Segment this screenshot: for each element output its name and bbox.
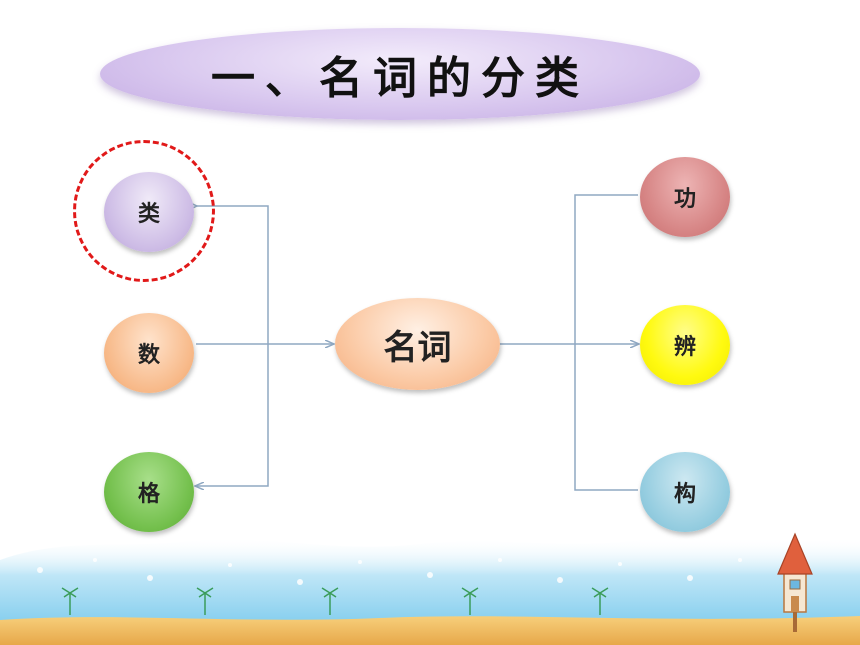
- node-shu: 数: [104, 313, 194, 393]
- page-title: 一、名词的分类: [211, 53, 589, 104]
- node-gou: 构: [640, 452, 730, 532]
- lighthouse-house-icon: [777, 532, 813, 632]
- sea-wave: [0, 537, 860, 645]
- node-gong: 功: [640, 157, 730, 237]
- beach-footer: [0, 532, 860, 645]
- connector-right-bracket: [574, 194, 638, 491]
- highlight-ring: [73, 140, 215, 282]
- node-center: 名词: [335, 298, 500, 390]
- title-banner: 一、名词的分类: [100, 28, 700, 120]
- node-bian: 辨: [640, 305, 730, 385]
- sparkles: [37, 558, 742, 585]
- connector-left-bracket: [196, 206, 269, 486]
- node-ge: 格: [104, 452, 194, 532]
- sand-strip: [0, 616, 860, 645]
- node-lei: 类: [104, 172, 194, 252]
- palm-trees: [61, 587, 609, 615]
